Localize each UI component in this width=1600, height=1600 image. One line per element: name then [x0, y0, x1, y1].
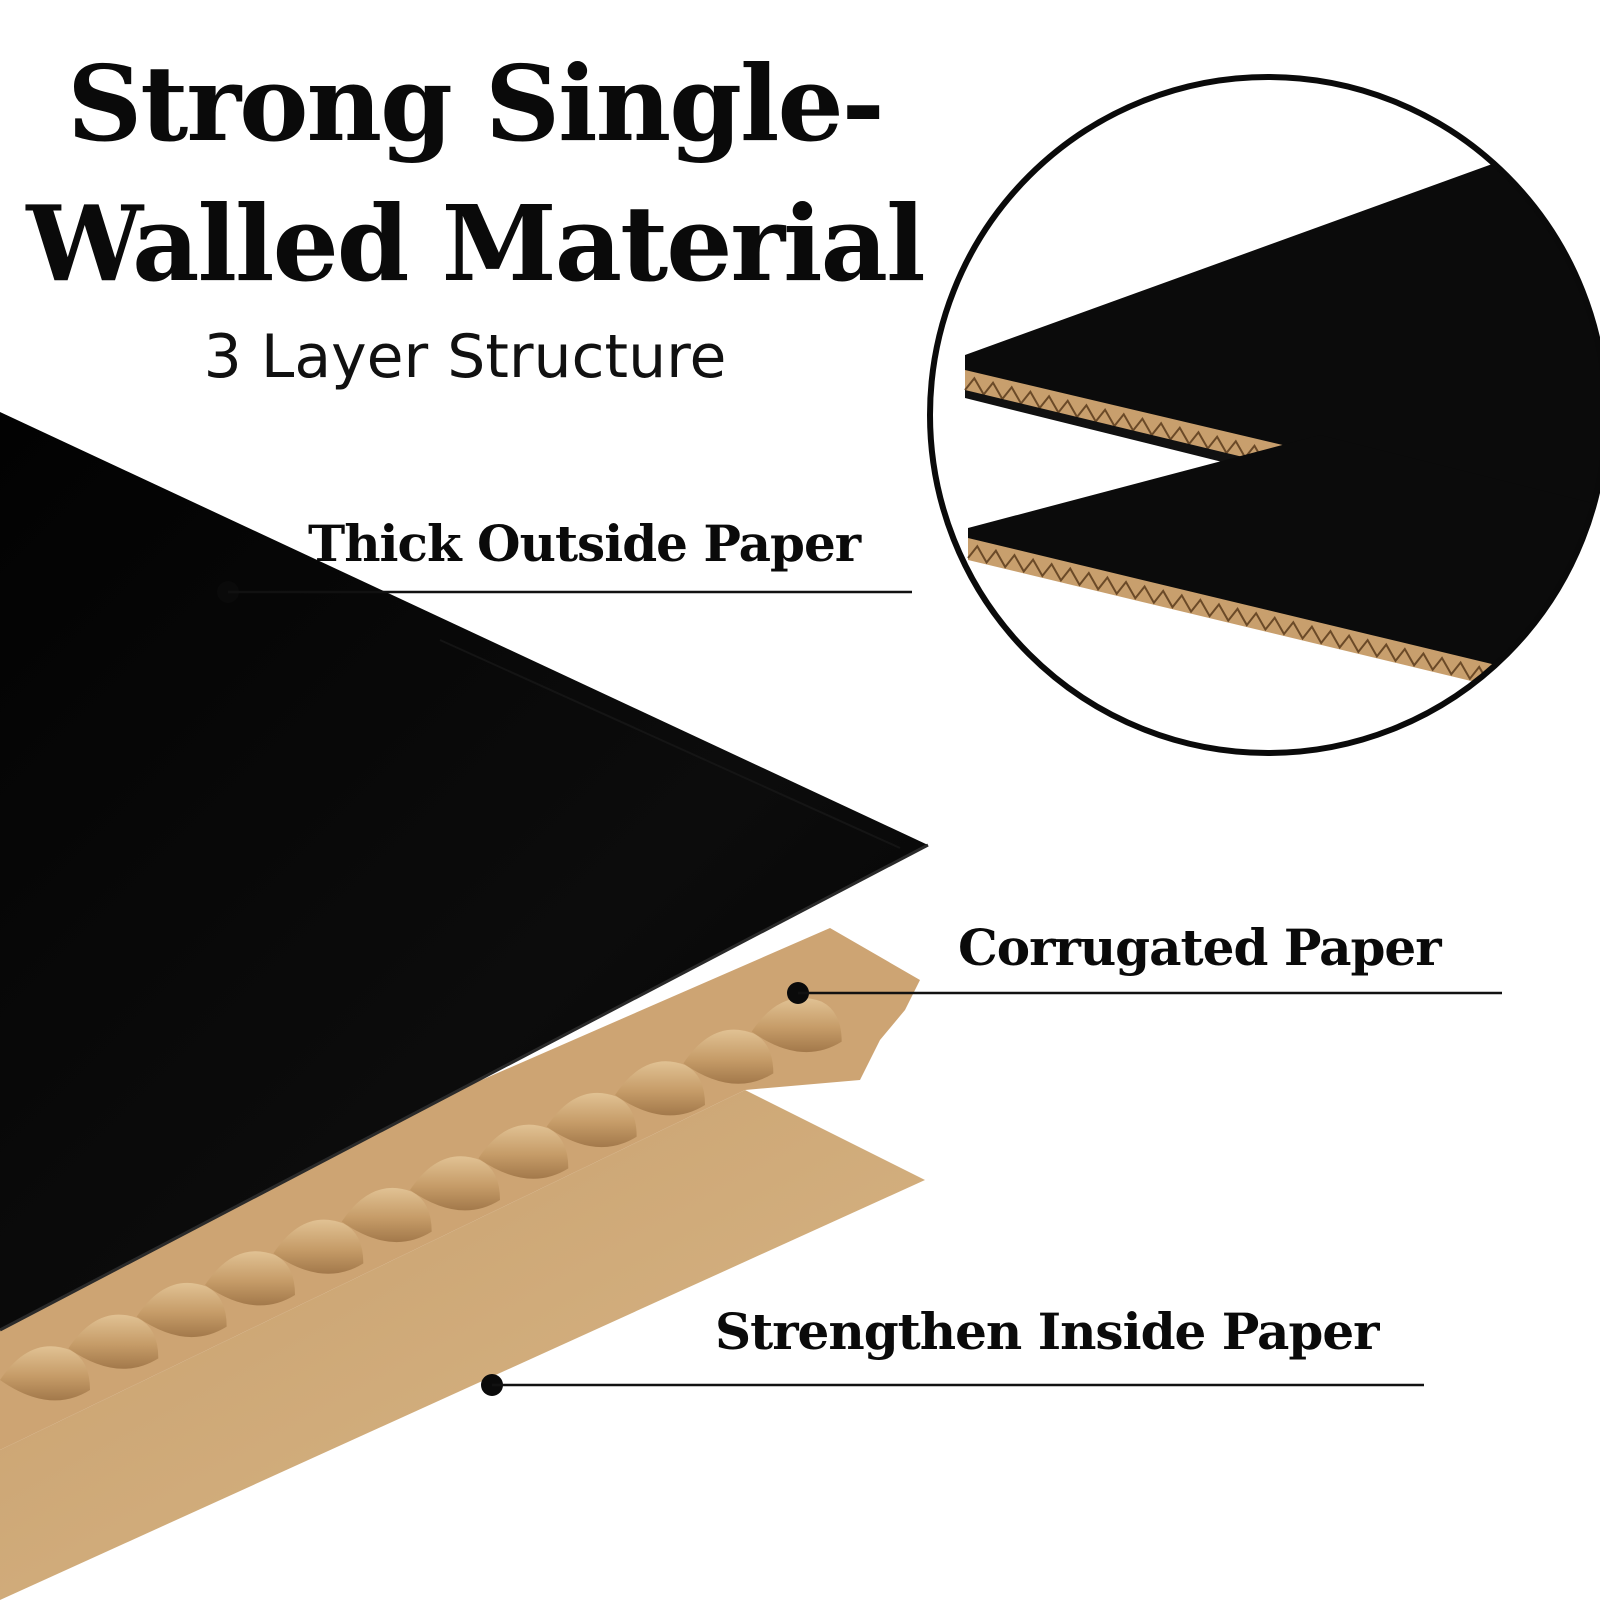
outside-paper-edge: [0, 843, 929, 1332]
label-thick-outside-paper: Thick Outside Paper: [308, 514, 861, 573]
flute-ridge: [205, 1251, 295, 1306]
flute-ridge: [410, 1156, 500, 1211]
inside-paper-layer: [0, 1090, 925, 1600]
flute-ridge: [546, 1092, 637, 1148]
title-line-1: Strong Single-: [67, 42, 885, 165]
title-line-2: Walled Material: [26, 182, 925, 305]
outside-paper-layer: [0, 412, 928, 1330]
flute-ridge: [68, 1314, 159, 1369]
flute-ridge: [0, 1346, 90, 1401]
flute-ridge: [683, 1029, 774, 1084]
flute-ridge: [615, 1061, 705, 1116]
zoom-circle-border: [927, 74, 1600, 756]
zoom-circle-detail: [930, 77, 1600, 753]
flute-ridge: [478, 1124, 569, 1179]
label-corrugated-paper: Corrugated Paper: [958, 918, 1442, 977]
corrugated-flutes: [0, 997, 842, 1401]
flute-ridge: [341, 1187, 432, 1243]
flute-ridge: [136, 1282, 227, 1338]
flute-ridge: [751, 997, 842, 1053]
subtitle: 3 Layer Structure: [203, 322, 727, 392]
label-strengthen-inside-paper: Strengthen Inside Paper: [715, 1302, 1380, 1361]
flute-ridge: [273, 1219, 364, 1274]
